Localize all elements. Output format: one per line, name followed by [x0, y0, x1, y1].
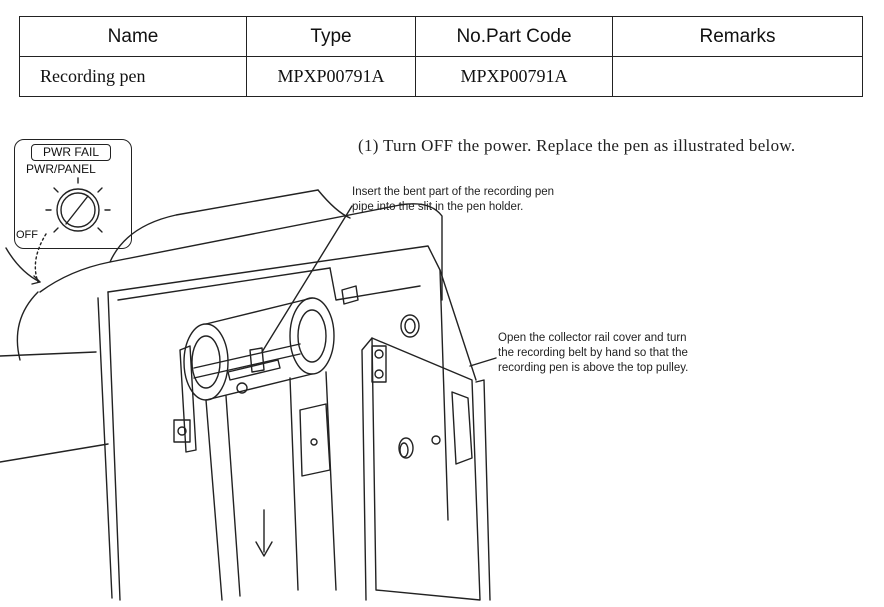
- col-header-name: Name: [19, 16, 247, 57]
- leader-line-top: [261, 205, 353, 353]
- callout-insert-line-2: pipe into the slit in the pen holder.: [352, 201, 524, 213]
- pulley-assembly: [173, 297, 335, 453]
- recorder-cabinet: [0, 189, 477, 601]
- callout-insert-pen: Insert the bent part of the recording pe…: [352, 185, 554, 215]
- recording-belt: [205, 371, 337, 601]
- off-label: OFF: [16, 229, 38, 241]
- table-row: Recording pen MPXP00791A MPXP00791A: [19, 56, 863, 97]
- parts-table: Name Type No.Part Code Remarks Recording…: [19, 16, 863, 97]
- pwr-panel-label: PWR/PANEL: [26, 162, 96, 176]
- pwr-fail-label: PWR FAIL: [31, 144, 111, 161]
- leader-line-right: [469, 357, 497, 367]
- cell-name: Recording pen: [19, 56, 247, 97]
- cell-part-code: MPXP00791A: [415, 56, 613, 97]
- table-header-row: Name Type No.Part Code Remarks: [19, 16, 863, 57]
- col-header-type: Type: [246, 16, 416, 57]
- callout-open-line-2: the recording belt by hand so that the: [498, 347, 688, 359]
- col-header-remarks: Remarks: [612, 16, 863, 57]
- callout-open-line-3: recording pen is above the top pulley.: [498, 362, 689, 374]
- step-instruction: (1) Turn OFF the power. Replace the pen …: [358, 136, 796, 155]
- collector-rail-cover: [361, 337, 491, 601]
- callout-insert-line-1: Insert the bent part of the recording pe…: [352, 186, 555, 198]
- power-knob-icon: [45, 177, 111, 233]
- cell-remarks: [612, 56, 863, 97]
- callout-open-line-1: Open the collector rail cover and turn: [498, 332, 687, 344]
- callout-open-cover: Open the collector rail cover and turn t…: [498, 331, 688, 376]
- power-switch-panel: [14, 139, 132, 249]
